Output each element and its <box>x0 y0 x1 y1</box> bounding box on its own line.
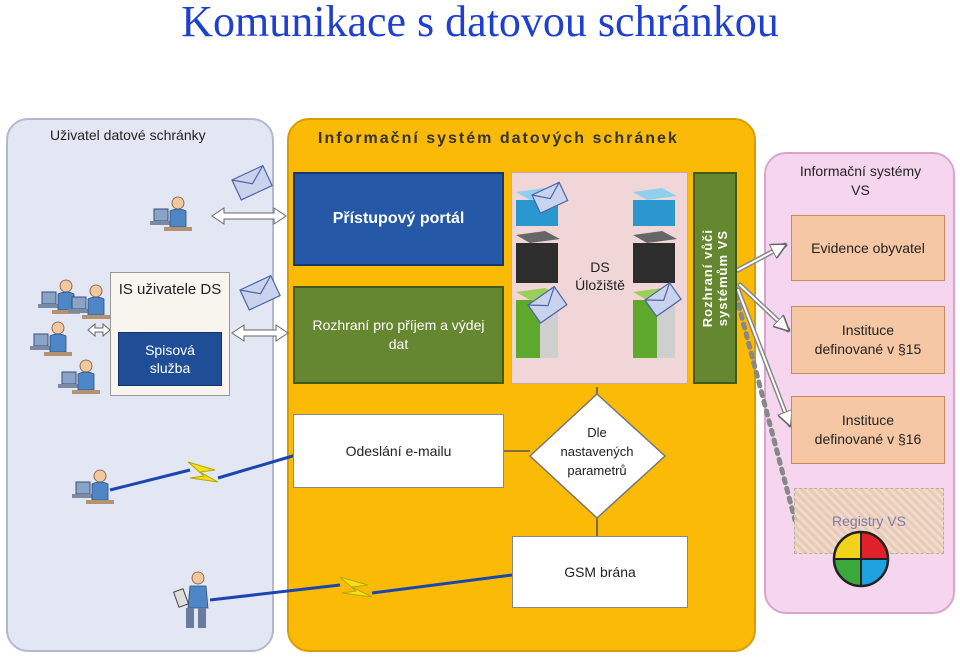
storage-cube-black-right <box>633 231 677 283</box>
user-computer-icon <box>71 469 115 505</box>
user-computer-icon <box>29 321 73 357</box>
phone-user-icon <box>172 571 209 628</box>
instituce15-box: Instituce definované v §15 <box>791 306 945 374</box>
vs-arrows-inner <box>737 245 790 425</box>
is-uzivatele-label: IS uživatele DS <box>118 281 222 298</box>
user-computer-icon <box>149 196 193 232</box>
envelope-icon <box>527 285 568 324</box>
odeslani-emailu-box: Odeslání e-mailu <box>293 414 504 488</box>
page-title: Komunikace s datovou schránkou <box>181 0 779 46</box>
envelope-icon <box>239 274 281 311</box>
uloziste-label: DS Úložiště <box>575 259 625 293</box>
instituce16-box: Instituce definované v §16 <box>791 396 945 464</box>
user-computer-icon <box>57 359 101 395</box>
spisova-sluzba-box: Spisová služba <box>118 332 222 386</box>
vs-panel-title: Informační systémy VS <box>799 163 922 198</box>
rozhrani-prijem-box: Rozhraní pro příjem a výdej dat <box>293 286 504 384</box>
diamond-label: Dle nastavených parametrů <box>560 425 634 478</box>
portal-double-arrow <box>211 207 287 225</box>
user-panel-title: Uživatel datové schránky <box>50 127 206 143</box>
storage-cube-blue-right <box>633 188 677 226</box>
email-lightning <box>109 453 297 492</box>
pristupovy-portal-box: Přístupový portál <box>293 172 504 266</box>
isds-panel-title: Informační systém datových schránek <box>318 130 679 147</box>
envelope-icon <box>531 181 569 214</box>
rozhrani-vs-box: Rozhraní vůči systémům VS <box>693 172 737 384</box>
storage-cube-black-left <box>516 231 560 283</box>
evidence-obyvatel-box: Evidence obyvatel <box>791 215 945 281</box>
rozhrani-double-arrow <box>231 324 289 342</box>
envelope-icon <box>644 281 682 318</box>
gsm-lightning <box>209 573 513 602</box>
envelope-icon <box>231 164 273 201</box>
gsm-brana-box: GSM brána <box>512 536 688 608</box>
